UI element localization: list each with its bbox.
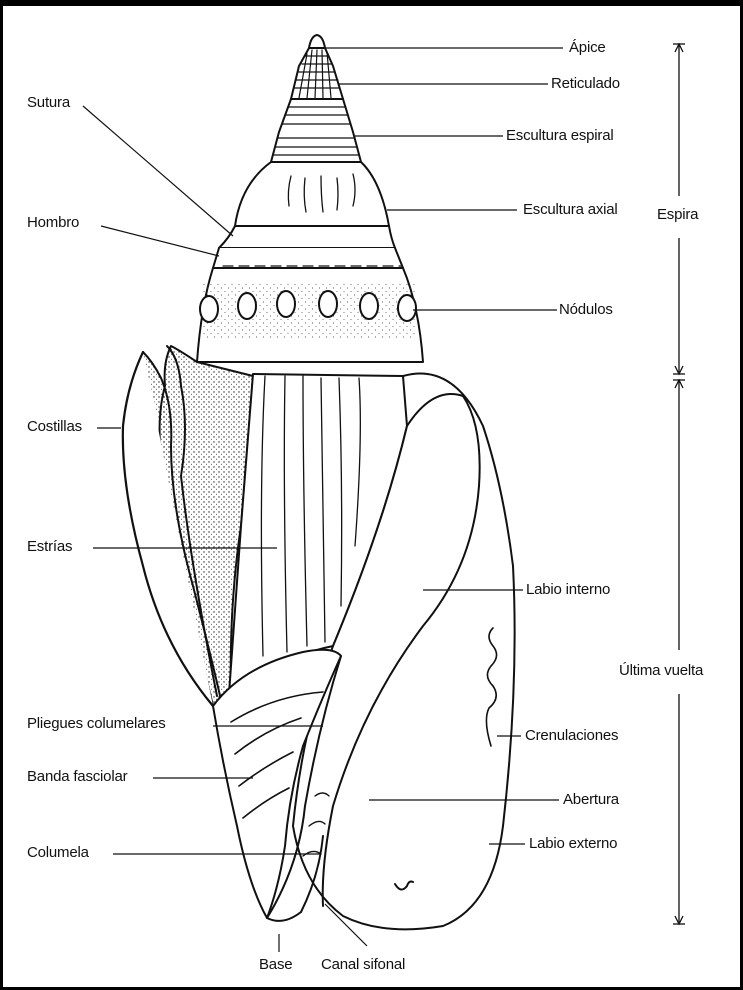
label-reticulado: Reticulado xyxy=(551,75,620,92)
label-ultima-vuelta: Última vuelta xyxy=(619,662,703,679)
leader-sutura xyxy=(83,106,233,236)
label-costillas: Costillas xyxy=(27,418,82,435)
label-espira: Espira xyxy=(657,206,698,223)
label-columela: Columela xyxy=(27,844,89,861)
label-abertura: Abertura xyxy=(563,791,619,808)
shell-diagram xyxy=(3,6,740,987)
label-canal-sifonal: Canal sifonal xyxy=(321,956,405,973)
label-escultura-axial: Escultura axial xyxy=(523,201,618,218)
label-hombro: Hombro xyxy=(27,214,79,231)
axial-whorl xyxy=(235,162,389,226)
label-crenulaciones: Crenulaciones xyxy=(525,727,618,744)
label-escultura-espiral: Escultura espiral xyxy=(506,127,613,144)
spiral-whorl xyxy=(271,99,361,162)
shoulder-band xyxy=(219,226,395,248)
label-labio-externo: Labio externo xyxy=(529,835,617,852)
label-apice: Ápice xyxy=(569,39,606,56)
label-base: Base xyxy=(259,956,292,973)
label-nodulos: Nódulos xyxy=(559,301,613,318)
apex-tip xyxy=(309,35,325,48)
scale-bar xyxy=(673,44,685,924)
label-labio-interno: Labio interno xyxy=(526,581,610,598)
label-sutura: Sutura xyxy=(27,94,70,111)
leader-hombro xyxy=(101,226,219,256)
label-estrias: Estrías xyxy=(27,538,72,555)
label-pliegues-columelares: Pliegues columelares xyxy=(27,715,166,732)
label-banda-fasciolar: Banda fasciolar xyxy=(27,768,127,785)
